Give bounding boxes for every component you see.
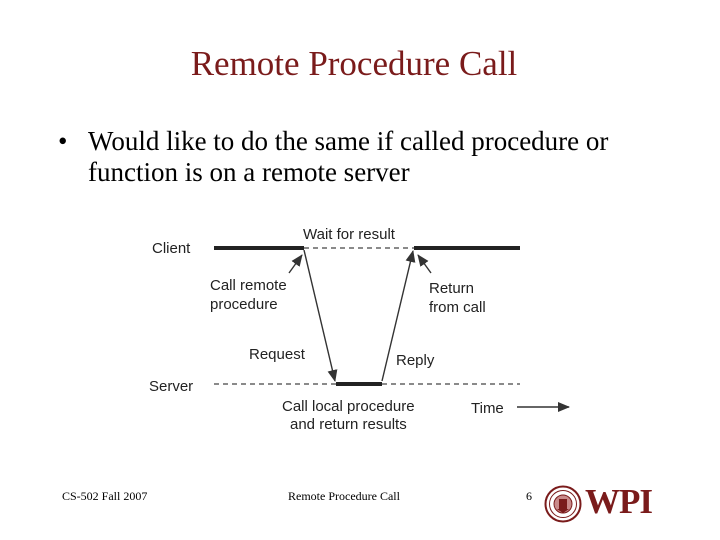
wait-for-result-label: Wait for result [303, 226, 396, 243]
reply-label: Reply [396, 352, 435, 369]
footer-topic: Remote Procedure Call [288, 489, 400, 503]
time-label: Time [471, 400, 504, 417]
client-label: Client [152, 240, 191, 257]
return-label-line1: Return [429, 280, 474, 297]
wpi-seal-icon [544, 485, 582, 523]
reply-arrow [381, 250, 416, 382]
call-local-label-line2: and return results [290, 416, 407, 433]
call-remote-label-line1: Call remote [210, 277, 287, 294]
return-pointer-arrow [417, 254, 432, 274]
slide-title: Remote Procedure Call [190, 44, 518, 83]
server-label: Server [149, 378, 193, 395]
wpi-logo: WPI [585, 482, 653, 521]
return-label-line2: from call [429, 299, 486, 316]
request-label: Request [249, 346, 306, 363]
call-local-label-line1: Call local procedure [282, 398, 415, 415]
call-remote-label-line2: procedure [210, 296, 278, 313]
footer-course: CS-502 Fall 2007 [62, 489, 148, 503]
bullet-symbol: • [58, 126, 68, 156]
page-number: 6 [526, 489, 532, 503]
request-arrow [303, 249, 338, 382]
bullet-text: Would like to do the same if called proc… [88, 126, 609, 187]
call-remote-pointer-arrow [288, 254, 303, 274]
